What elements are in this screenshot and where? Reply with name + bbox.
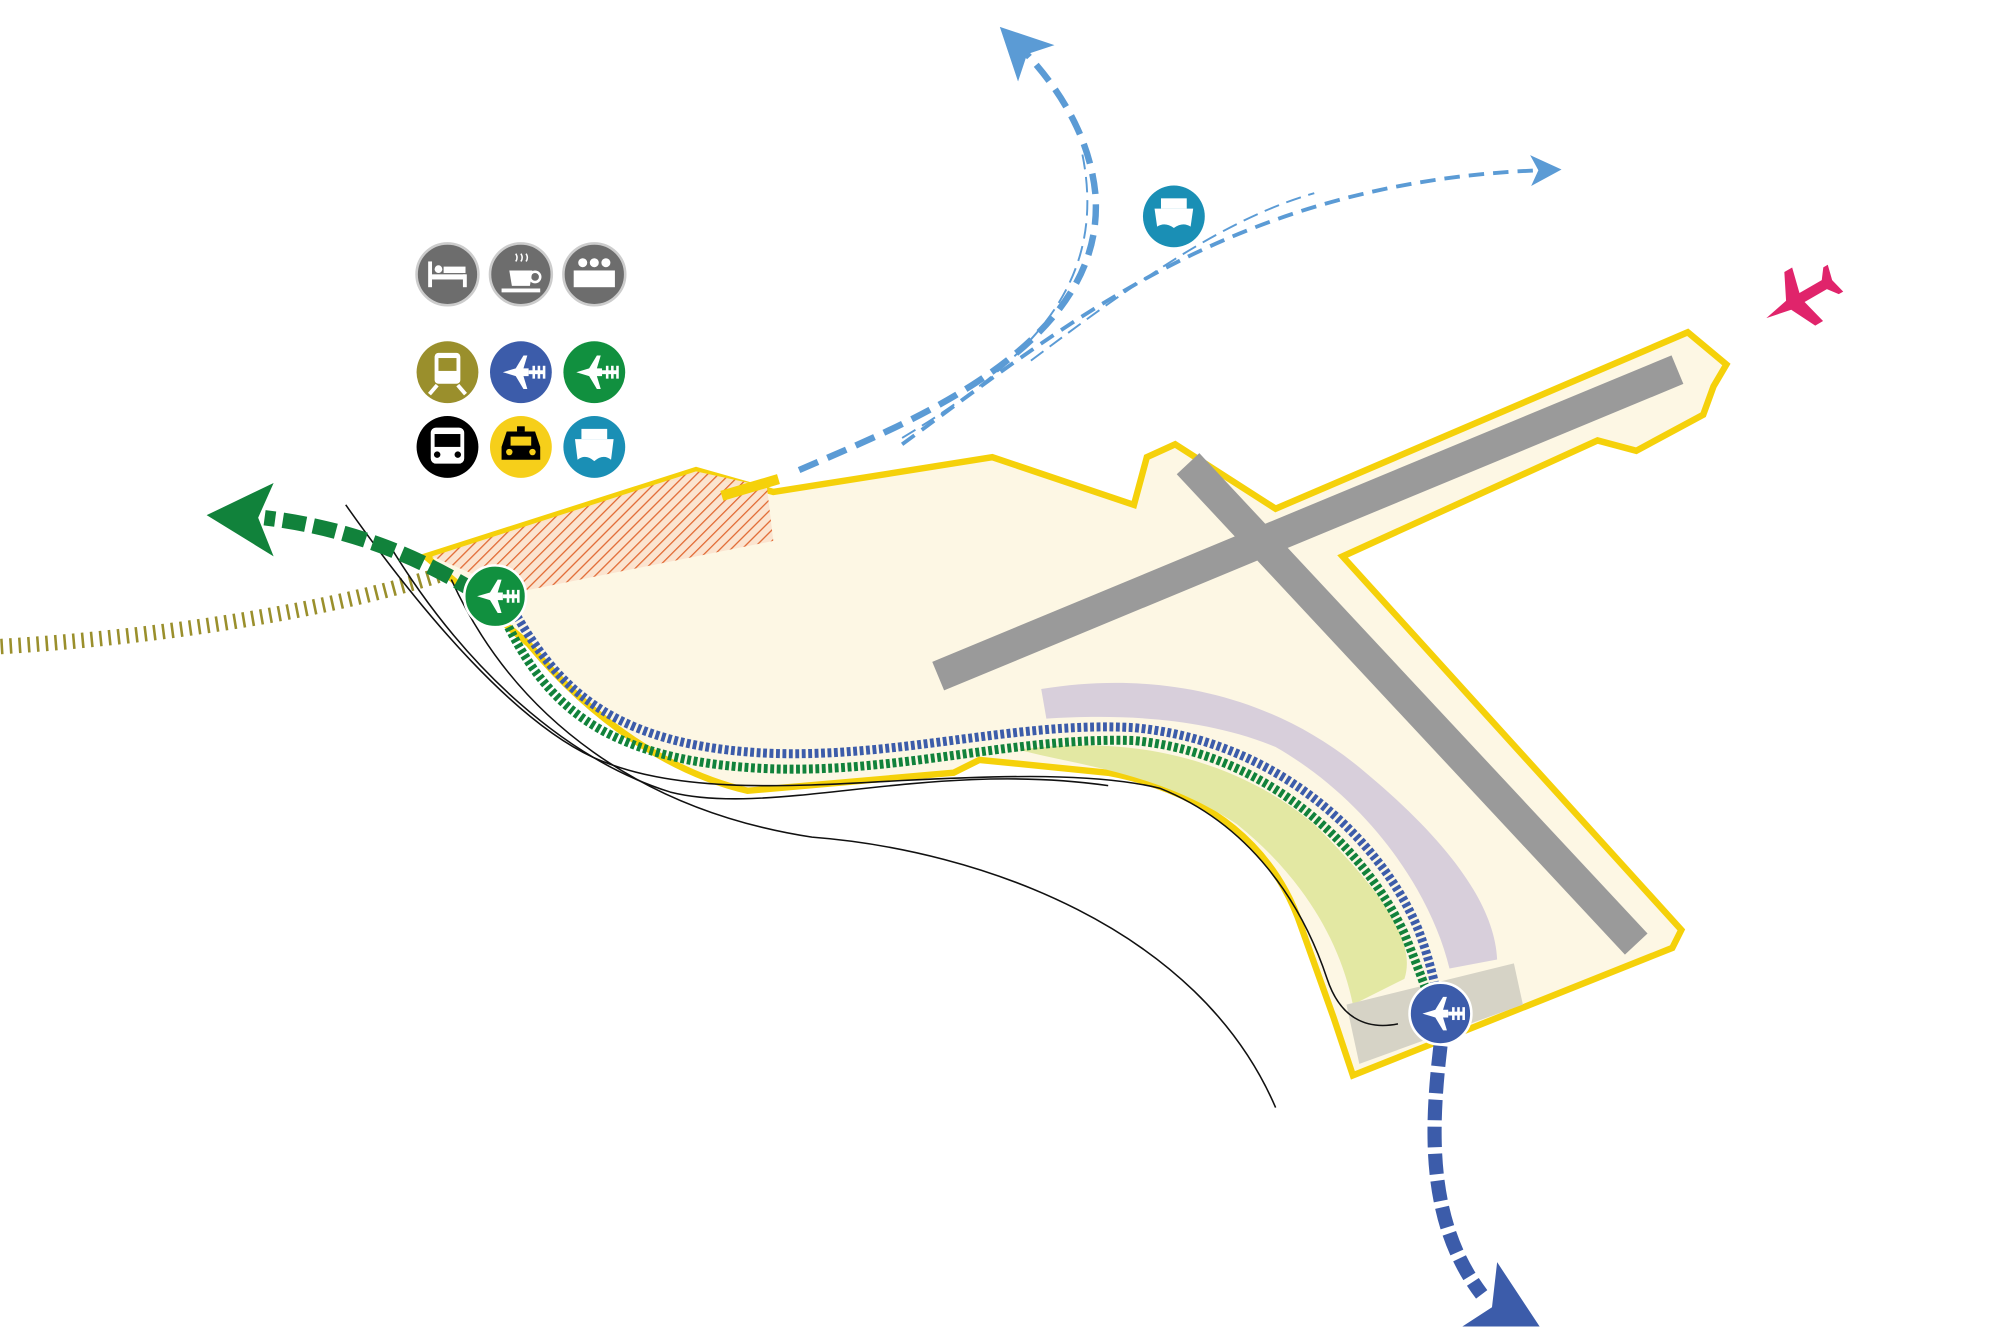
airport-rail-station-green[interactable] xyxy=(462,564,528,629)
rail-track-green xyxy=(498,613,1438,1013)
hotel-icon xyxy=(415,242,480,307)
arrowhead-west xyxy=(206,482,274,557)
airport-rail-station-blue[interactable] xyxy=(1408,981,1473,1046)
rail-track-blue xyxy=(506,603,1445,1012)
airport-rail-green-icon xyxy=(563,341,626,404)
rail-route-west-arrow xyxy=(263,510,482,600)
taxi-icon xyxy=(489,415,552,478)
train-icon xyxy=(416,341,479,404)
ferry-routes xyxy=(797,26,1562,474)
bus-icon xyxy=(416,415,479,478)
ferry-route-icon xyxy=(1142,185,1205,248)
road-lines xyxy=(345,504,1399,1108)
access-spur xyxy=(720,474,780,501)
cafe-icon xyxy=(488,242,554,307)
development-hatch-zone xyxy=(432,471,774,593)
arrowhead-south xyxy=(1462,1262,1540,1327)
legend-icons xyxy=(415,242,627,478)
landscape-zone xyxy=(1018,745,1407,1005)
ferry-icon xyxy=(563,415,626,478)
rail-route-south-arrow xyxy=(1427,1044,1488,1299)
runway-north-south xyxy=(1176,453,1648,955)
regional-rail-line xyxy=(0,559,467,655)
conference-icon xyxy=(562,242,627,307)
runway-east-west xyxy=(932,355,1684,691)
terminal-zone xyxy=(1041,682,1498,969)
airport-rail-blue-icon xyxy=(489,341,552,404)
airplane-icon xyxy=(1766,264,1844,326)
